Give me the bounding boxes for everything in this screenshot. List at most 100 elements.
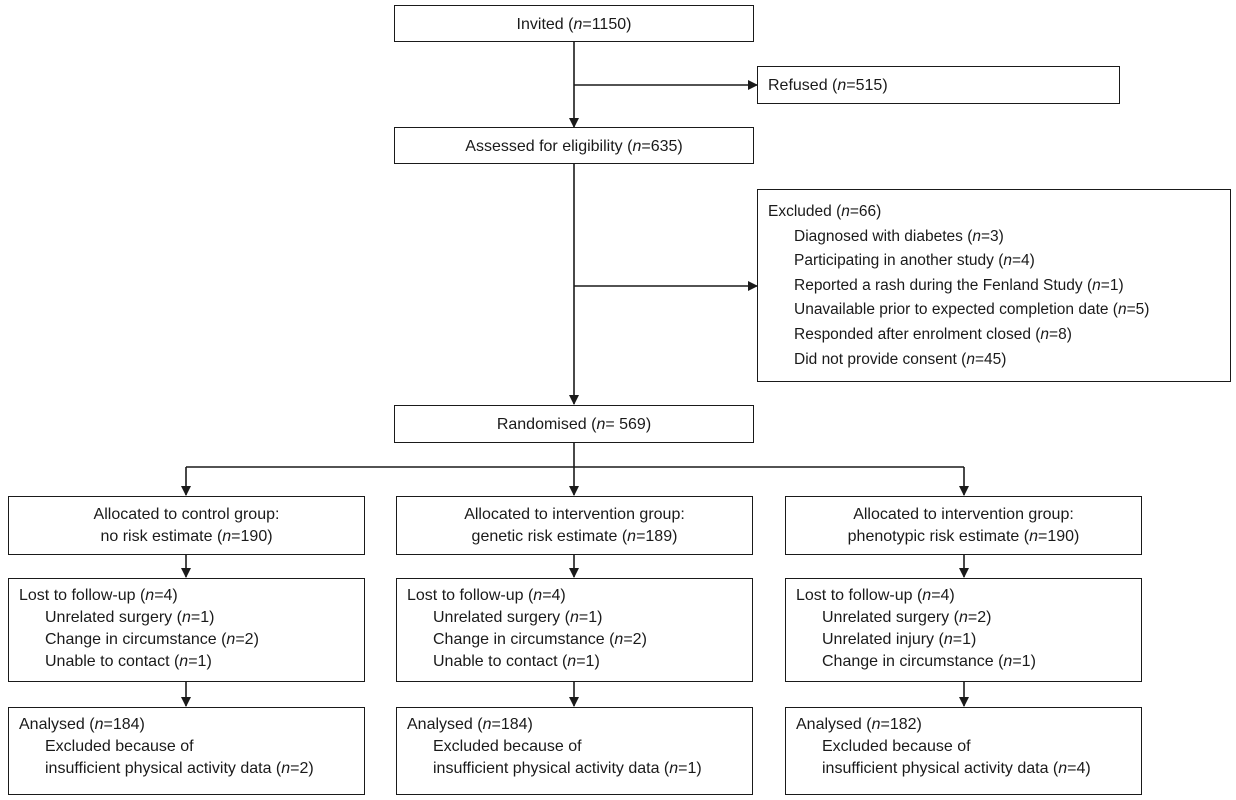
lost-title-label: Lost to follow-up ( (407, 587, 534, 604)
analysed-excluded-line-2: insufficient physical activity data (n=4… (796, 758, 1131, 780)
arm-1-allocated-box: Allocated to control group: no risk esti… (8, 496, 365, 555)
randomised-n: n (596, 416, 606, 433)
lost-item-n: n (943, 631, 953, 648)
lost-item-value: =2) (967, 609, 992, 626)
excluded-item-value: =5) (1126, 301, 1150, 319)
excluded-title-label: Excluded ( (768, 203, 842, 220)
excluded-item-n: n (972, 227, 981, 245)
excluded-title-value: =66) (849, 203, 882, 220)
analysed-excluded-label: insufficient physical activity data ( (822, 760, 1059, 777)
excluded-item: Participating in another study (n=4) (768, 249, 1220, 274)
analysed-excluded-line-1: Excluded because of (822, 738, 971, 755)
analysed-label: Analysed ( (407, 716, 483, 733)
lost-title-n: n (922, 587, 932, 604)
lost-item-value: =1) (576, 653, 600, 670)
lost-item-n: n (1003, 653, 1013, 670)
randomised-label: Randomised ( (496, 416, 597, 433)
invited-n: n (573, 16, 583, 33)
analysed-n: n (482, 716, 492, 733)
excluded-title-n: n (841, 203, 850, 220)
analysed-excluded-line-2: insufficient physical activity data (n=2… (19, 758, 354, 780)
allocated-n: n (627, 528, 637, 545)
invited-value: =1150) (582, 16, 632, 33)
arm-1-lost-box: Lost to follow-up (n=4) Unrelated surger… (8, 578, 365, 682)
lost-item-value: =1) (578, 609, 603, 626)
analysed-label: Analysed ( (796, 716, 872, 733)
lost-item-value: =2) (623, 631, 647, 648)
excluded-item-n: n (966, 350, 975, 368)
invited-label: Invited ( (516, 16, 574, 33)
allocated-label: phenotypic risk estimate ( (847, 528, 1030, 545)
allocated-label: genetic risk estimate ( (471, 528, 628, 545)
lost-item: Unrelated surgery (n=1) (407, 607, 742, 629)
analysed-title: Analysed (n=182) (796, 714, 1131, 736)
analysed-n: n (871, 716, 881, 733)
arm-3-allocated-box: Allocated to intervention group: phenoty… (785, 496, 1142, 555)
lost-item: Unrelated surgery (n=1) (19, 607, 354, 629)
lost-item-n: n (179, 653, 189, 670)
lost-title-value: =4) (931, 587, 955, 604)
lost-title: Lost to follow-up (n=4) (407, 585, 742, 607)
lost-item-n: n (614, 631, 624, 648)
lost-item: Unrelated injury (n=1) (796, 629, 1131, 651)
allocated-line-2: no risk estimate (n=190) (9, 526, 364, 548)
excluded-item-label: Participating in another study ( (794, 252, 1004, 270)
analysed-excluded-value: =1) (678, 760, 702, 777)
arm-3-analysed-box: Analysed (n=182) Excluded because of ins… (785, 707, 1142, 795)
lost-item-value: =1) (952, 631, 977, 648)
lost-item-label: Unrelated surgery ( (45, 609, 182, 626)
lost-item-value: =1) (188, 653, 212, 670)
excluded-item: Reported a rash during the Fenland Study… (768, 274, 1220, 299)
excluded-item: Responded after enrolment closed (n=8) (768, 323, 1220, 348)
lost-item-n: n (958, 609, 968, 626)
refused-n: n (837, 77, 847, 94)
lost-item-value: =2) (235, 631, 259, 648)
analysed-excluded-n: n (281, 760, 291, 777)
lost-title-value: =4) (542, 587, 566, 604)
invited-box: Invited (n=1150) (394, 5, 754, 42)
analysed-excluded-n: n (669, 760, 679, 777)
lost-item: Change in circumstance (n=1) (796, 651, 1131, 673)
excluded-item-label: Did not provide consent ( (794, 350, 967, 368)
lost-item-label: Unable to contact ( (433, 653, 568, 670)
analysed-title: Analysed (n=184) (19, 714, 354, 736)
excluded-item-n: n (1040, 325, 1050, 343)
analysed-excluded-n: n (1058, 760, 1068, 777)
allocated-value: =189) (636, 528, 678, 545)
analysed-value: =182) (880, 716, 922, 733)
lost-item: Unrelated surgery (n=2) (796, 607, 1131, 629)
arm-3-lost-box: Lost to follow-up (n=4) Unrelated surger… (785, 578, 1142, 682)
excluded-item-value: =4) (1012, 252, 1035, 270)
lost-item-label: Unrelated injury ( (822, 631, 944, 648)
analysed-excluded-label: insufficient physical activity data ( (45, 760, 282, 777)
excluded-item-value: =8) (1049, 325, 1072, 343)
randomised-box: Randomised (n= 569) (394, 405, 754, 443)
excluded-item-value: =45) (974, 350, 1007, 368)
allocated-line-1: Allocated to control group: (93, 506, 280, 523)
lost-title-n: n (533, 587, 543, 604)
excluded-item-value: =3) (980, 227, 1004, 245)
excluded-item-label: Unavailable prior to expected completion… (794, 301, 1118, 319)
lost-item-n: n (226, 631, 236, 648)
allocated-value: =190) (1037, 528, 1080, 545)
assessed-value: =635) (641, 138, 683, 155)
refused-box: Refused (n=515) (757, 66, 1120, 104)
allocated-value: =190) (231, 528, 273, 545)
lost-item-n: n (567, 653, 577, 670)
analysed-excluded-line-1: Excluded because of (45, 738, 194, 755)
excluded-item-n: n (1003, 252, 1012, 270)
assessed-label: Assessed for eligibility ( (465, 138, 633, 155)
lost-item: Change in circumstance (n=2) (407, 629, 742, 651)
excluded-item-label: Reported a rash during the Fenland Study… (794, 276, 1093, 294)
lost-title: Lost to follow-up (n=4) (19, 585, 354, 607)
allocated-label: no risk estimate ( (100, 528, 223, 545)
lost-item-label: Unrelated surgery ( (822, 609, 959, 626)
lost-item-label: Unable to contact ( (45, 653, 180, 670)
arm-2-lost-box: Lost to follow-up (n=4) Unrelated surger… (396, 578, 753, 682)
lost-item: Unable to contact (n=1) (407, 651, 742, 673)
lost-title-label: Lost to follow-up ( (796, 587, 923, 604)
excluded-item: Diagnosed with diabetes (n=3) (768, 225, 1220, 250)
analysed-value: =184) (103, 716, 145, 733)
excluded-item-label: Responded after enrolment closed ( (794, 325, 1041, 343)
lost-item-value: =1) (1012, 653, 1036, 670)
